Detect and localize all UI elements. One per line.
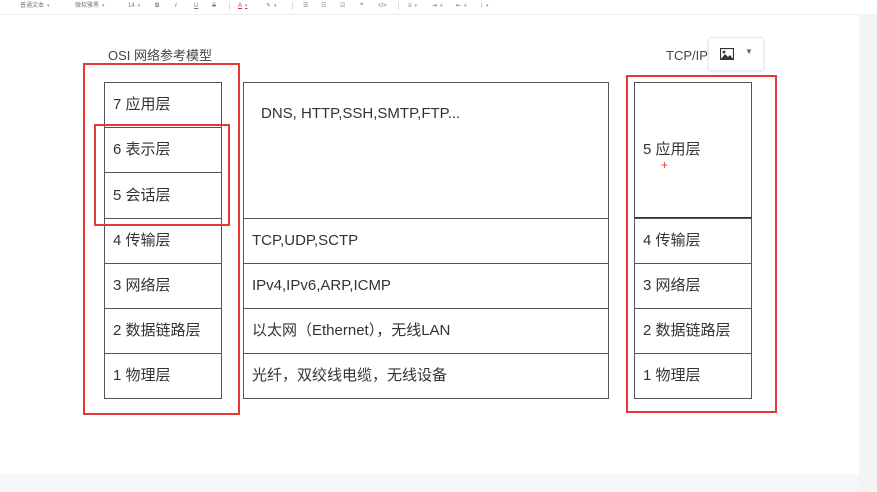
chevron-down-icon: ▾ [102, 3, 105, 9]
tcpip-layer-label: 4 传输层 [643, 232, 701, 249]
highlighter-icon: ✎ [266, 3, 272, 9]
osi-layer-label: 4 传输层 [113, 232, 171, 249]
highlight-button[interactable]: ✎▾ [266, 0, 277, 12]
code-icon: </> [378, 3, 387, 9]
editor-toolbar: 普通文本▾ 微软雅黑▾ 14▾ B I U S A▾ ✎▾ ☰ ☷ ☑ ❝ </… [0, 0, 877, 15]
underline-button[interactable]: U [194, 0, 198, 12]
indent-icon: ⇥ [432, 3, 438, 9]
outdent-icon: ⇤ [456, 3, 462, 9]
tcpip-layer-2: 2 数据链路层 [634, 308, 752, 354]
paragraph-style-label: 普通文本 [20, 3, 45, 9]
paragraph-style-select[interactable]: 普通文本▾ [20, 0, 50, 12]
tcpip-layer-label: 3 网络层 [643, 277, 701, 294]
indent-button[interactable]: ⇥▾ [432, 0, 443, 12]
chevron-down-icon: ▾ [486, 3, 489, 9]
protocols-datalink: 以太网（Ethernet），无线LAN [243, 308, 609, 354]
protocol-text: 以太网（Ethernet），无线LAN [252, 322, 451, 339]
osi-layer-label: 1 物理层 [113, 367, 171, 384]
protocol-text: TCP,UDP,SCTP [252, 232, 359, 249]
chevron-down-icon: ▾ [414, 3, 418, 9]
osi-layer-2: 2 数据链路层 [104, 308, 222, 354]
strikethrough-button[interactable]: S [212, 0, 216, 12]
tcpip-layer-1: 1 物理层 [634, 353, 752, 399]
font-family-select[interactable]: 微软雅黑▾ [75, 0, 105, 12]
osi-layer-7: 7 应用层 [104, 82, 222, 128]
chevron-down-icon: ▾ [47, 3, 50, 9]
align-icon: ≡ [408, 3, 412, 9]
protocols-physical: 光纤，双绞线电缆，无线设备 [243, 353, 609, 399]
scroll-gutter [859, 14, 877, 492]
osi-layer-5: 5 会话层 [104, 172, 222, 219]
chevron-down-icon: ▾ [464, 3, 467, 9]
bold-label: B [155, 3, 160, 9]
bold-button[interactable]: B [155, 0, 159, 12]
outdent-button[interactable]: ⇤▾ [456, 0, 467, 12]
protocol-text: 光纤，双绞线电缆，无线设备 [252, 367, 448, 384]
numbered-list-icon: ☷ [321, 3, 327, 9]
numbered-list-button[interactable]: ☷ [321, 0, 326, 12]
bullet-list-icon: ☰ [303, 3, 309, 9]
osi-layer-label: 7 应用层 [113, 96, 171, 113]
osi-layer-4: 4 传输层 [104, 218, 222, 264]
line-height-icon: ↕ [480, 3, 483, 9]
quote-icon: ❝ [360, 3, 364, 9]
tcpip-layer-3: 3 网络层 [634, 263, 752, 309]
tcpip-model-title: TCP/IP [666, 48, 708, 63]
crosshair-cursor-icon: + [661, 158, 669, 172]
tcpip-layer-label: 5 应用层 [643, 141, 701, 158]
font-color-button[interactable]: A▾ [238, 0, 248, 12]
tcpip-layer-5: 5 应用层 [634, 82, 752, 219]
italic-button[interactable]: I [175, 0, 177, 12]
protocols-application: DNS, HTTP,SSH,SMTP,FTP... [243, 82, 609, 219]
strikethrough-label: S [212, 3, 217, 9]
protocol-text: DNS, HTTP,SSH,SMTP,FTP... [261, 105, 461, 122]
bullet-list-button[interactable]: ☰ [303, 0, 308, 12]
chevron-down-icon: ▾ [137, 3, 141, 9]
tcpip-layer-label: 1 物理层 [643, 367, 701, 384]
protocol-text: IPv4,IPv6,ARP,ICMP [252, 277, 391, 294]
font-color-label: A [238, 3, 243, 9]
image-icon [719, 47, 735, 65]
osi-layer-6: 6 表示层 [104, 127, 222, 173]
protocols-transport: TCP,UDP,SCTP [243, 218, 609, 264]
font-size-label: 14 [128, 3, 135, 9]
chevron-down-icon: ▾ [274, 3, 277, 9]
osi-layer-1: 1 物理层 [104, 353, 222, 399]
osi-layer-3: 3 网络层 [104, 263, 222, 309]
osi-layer-label: 3 网络层 [113, 277, 171, 294]
underline-label: U [194, 3, 199, 9]
font-size-select[interactable]: 14▾ [128, 0, 140, 12]
insert-image-button[interactable]: ▼ [708, 37, 764, 71]
chevron-down-icon: ▾ [245, 3, 248, 9]
line-height-button[interactable]: ↕▾ [480, 0, 489, 12]
quote-button[interactable]: ❝ [360, 0, 363, 12]
task-list-button[interactable]: ☑ [340, 0, 345, 12]
tcpip-layer-label: 2 数据链路层 [643, 322, 731, 339]
canvas-bottom-edge [0, 474, 859, 492]
chevron-down-icon: ▾ [440, 3, 443, 9]
osi-model-title: OSI 网络参考模型 [108, 48, 213, 63]
osi-layer-label: 2 数据链路层 [113, 322, 201, 339]
italic-label: I [175, 3, 177, 9]
osi-layer-label: 6 表示层 [113, 141, 171, 158]
align-button[interactable]: ≡▾ [408, 0, 417, 12]
osi-layer-label: 5 会话层 [113, 186, 171, 204]
checkbox-icon: ☑ [340, 3, 346, 9]
chevron-down-icon: ▼ [745, 47, 753, 56]
protocols-network: IPv4,IPv6,ARP,ICMP [243, 263, 609, 309]
code-button[interactable]: </> [378, 0, 387, 12]
tcpip-layer-4: 4 传输层 [634, 218, 752, 264]
font-family-label: 微软雅黑 [75, 3, 100, 9]
